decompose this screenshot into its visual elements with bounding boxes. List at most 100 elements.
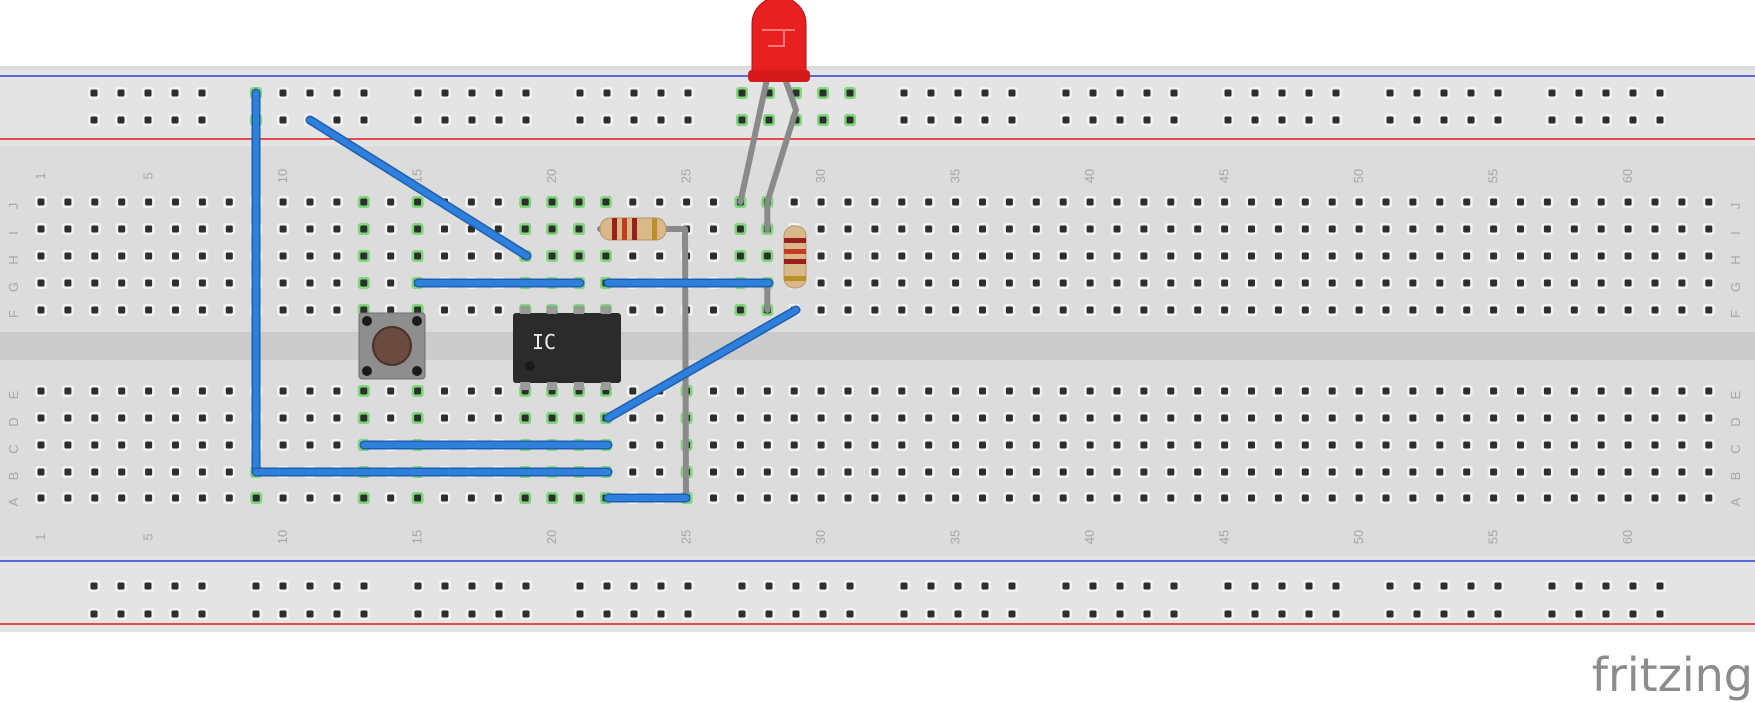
hole	[1517, 468, 1524, 476]
resistor-band	[652, 218, 657, 240]
column-number-bottom: 60	[1620, 530, 1635, 544]
rail-hole	[1575, 610, 1583, 618]
hole	[1059, 252, 1067, 260]
hole	[1086, 414, 1094, 422]
hole	[360, 225, 368, 233]
hole	[1167, 252, 1175, 260]
hole	[790, 441, 798, 449]
hole	[441, 225, 448, 233]
rail-hole	[738, 89, 746, 97]
hole	[387, 306, 395, 314]
hole	[414, 198, 422, 206]
ic-pin-top	[574, 306, 584, 314]
hole	[1301, 198, 1309, 206]
hole	[1032, 198, 1040, 206]
hole	[198, 387, 206, 395]
hole	[952, 306, 960, 314]
hole	[925, 306, 933, 314]
hole	[91, 441, 99, 449]
hole	[790, 468, 798, 476]
hole	[1005, 494, 1013, 502]
rail-hole	[1143, 89, 1151, 97]
jumper-wires	[251, 88, 801, 503]
hole	[118, 441, 126, 449]
column-number-bottom: 55	[1486, 530, 1501, 544]
hole	[360, 387, 368, 395]
hole	[710, 441, 717, 449]
hole	[1355, 198, 1363, 206]
column-number-bottom: 50	[1351, 530, 1366, 544]
hole	[1221, 468, 1229, 476]
hole	[1463, 441, 1471, 449]
rail-hole	[441, 610, 449, 618]
column-number-top: 60	[1620, 169, 1635, 183]
hole	[145, 387, 153, 395]
hole	[1355, 441, 1363, 449]
hole	[37, 279, 45, 287]
rail-hole	[954, 116, 962, 124]
hole	[925, 494, 933, 502]
hole	[817, 252, 825, 260]
rail-hole	[468, 116, 476, 124]
hole	[844, 279, 852, 287]
hole	[1436, 252, 1444, 260]
hole	[979, 279, 986, 287]
hole	[1221, 494, 1229, 502]
column-number-bottom: 10	[275, 530, 290, 544]
rail-hole	[603, 89, 611, 97]
rail-hole	[279, 116, 287, 124]
column-number-bottom: 45	[1217, 530, 1232, 544]
hole	[225, 198, 233, 206]
hole	[1463, 198, 1471, 206]
hole	[494, 387, 502, 395]
hole	[225, 414, 233, 422]
hole	[333, 306, 341, 314]
hole	[279, 494, 287, 502]
hole	[1624, 441, 1632, 449]
hole	[1005, 468, 1013, 476]
hole	[1032, 414, 1040, 422]
hole	[225, 441, 233, 449]
hole	[521, 198, 529, 206]
hole	[898, 279, 906, 287]
hole	[1570, 252, 1578, 260]
hole	[1167, 387, 1175, 395]
hole	[1678, 414, 1686, 422]
hole	[1597, 387, 1605, 395]
hole	[1436, 279, 1444, 287]
rail-hole	[1251, 116, 1259, 124]
hole	[1194, 252, 1202, 260]
rail-hole	[333, 89, 341, 97]
rail-hole	[1116, 116, 1124, 124]
hole	[1221, 252, 1229, 260]
hole	[1113, 387, 1121, 395]
hole	[1248, 494, 1255, 502]
hole	[91, 387, 99, 395]
hole	[1059, 468, 1067, 476]
hole	[844, 414, 852, 422]
rail-hole	[900, 610, 908, 618]
rail-hole	[738, 582, 746, 590]
hole	[1624, 468, 1632, 476]
row-label-right: A	[1728, 497, 1743, 506]
hole	[1301, 468, 1309, 476]
hole	[1328, 252, 1336, 260]
hole	[1705, 279, 1713, 287]
row-label-left: J	[6, 203, 21, 210]
hole	[1678, 252, 1686, 260]
hole	[1005, 414, 1013, 422]
hole	[1005, 306, 1013, 314]
hole	[1221, 387, 1229, 395]
hole	[898, 198, 906, 206]
hole	[736, 306, 744, 314]
hole	[1086, 279, 1094, 287]
hole	[898, 252, 906, 260]
hole	[414, 225, 422, 233]
hole	[1409, 441, 1417, 449]
hole	[1570, 494, 1578, 502]
hole	[1301, 279, 1309, 287]
hole	[37, 387, 45, 395]
hole	[91, 414, 99, 422]
hole	[1086, 387, 1094, 395]
hole	[1194, 387, 1202, 395]
